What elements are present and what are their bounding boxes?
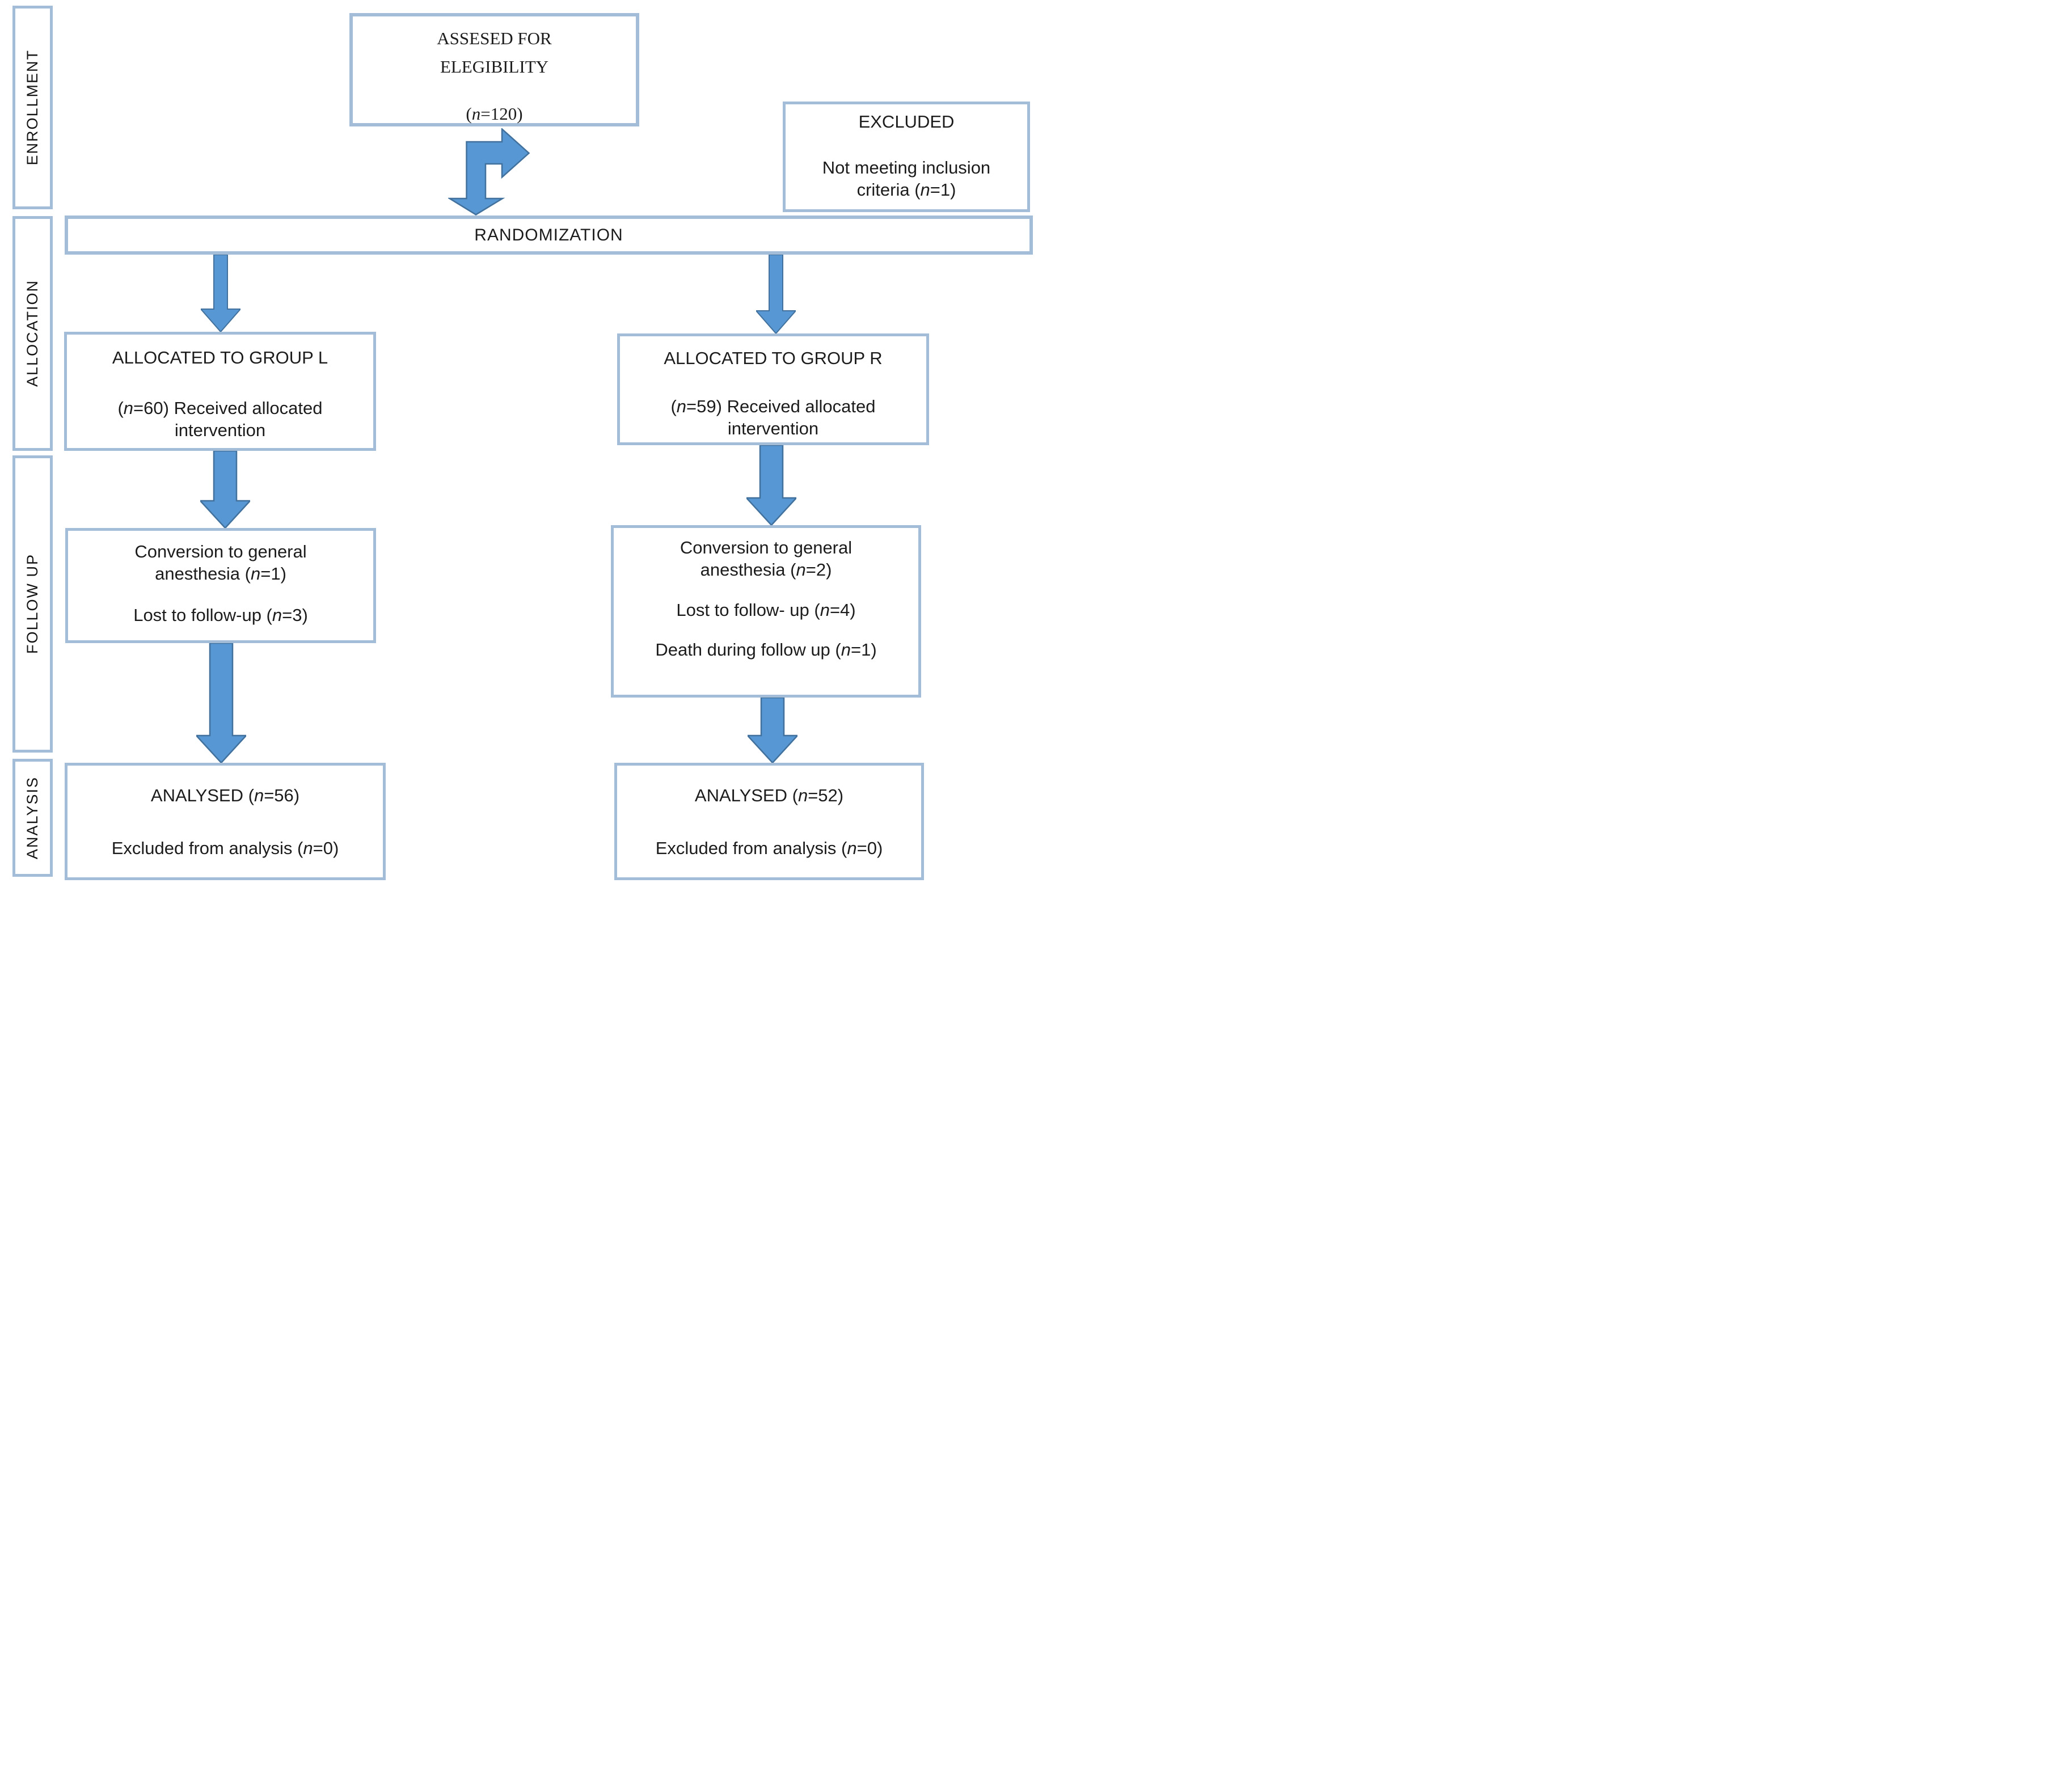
followup-r-line3: Lost to follow- up (n=4) (676, 599, 856, 620)
followup-l-line3: Lost to follow-up (n=3) (133, 605, 308, 625)
down-arrow-randomization-to-group-l-icon (201, 255, 240, 332)
eligibility-line2: ELEGIBILITY (440, 56, 549, 77)
consort-flow-diagram: ENROLLMENT ALLOCATION FOLLOW UP ANALYSIS… (0, 0, 1036, 883)
excluded-title: EXCLUDED (858, 112, 955, 132)
phase-label-followup: FOLLOW UP (24, 554, 41, 654)
bent-arrow-icon (448, 128, 530, 216)
phase-box-analysis: ANALYSIS (12, 759, 53, 877)
analysis-l-line2: Excluded from analysis (n=0) (111, 838, 339, 858)
analysis-r-line2: Excluded from analysis (n=0) (655, 838, 883, 858)
down-arrow-randomization-to-group-r-icon (756, 255, 796, 333)
analysis-r-line1: ANALYSED (n=52) (694, 785, 844, 805)
followup-l-line1: Conversion to general (134, 542, 307, 561)
followup-r-line1: Conversion to general (680, 538, 853, 557)
eligibility-line1: ASSESED FOR (437, 28, 552, 48)
analysis-l-line1: ANALYSED (n=56) (150, 785, 300, 805)
down-arrow-followup-r-to-analysis-icon (748, 698, 797, 763)
analysis-l-box: ANALYSED (n=56) Excluded from analysis (… (65, 763, 386, 880)
phase-label-allocation: ALLOCATION (24, 280, 41, 387)
eligibility-count: (n=120) (466, 104, 523, 124)
phase-box-allocation: ALLOCATION (12, 216, 53, 451)
group-r-box: ALLOCATED TO GROUP R (n=59) Received all… (617, 333, 929, 445)
analysis-r-box: ANALYSED (n=52) Excluded from analysis (… (614, 763, 924, 880)
followup-r-line2: anesthesia (n=2) (700, 559, 832, 580)
group-r-line1: (n=59) Received allocated (670, 396, 876, 416)
randomization-label: RANDOMIZATION (474, 225, 623, 244)
group-r-title: ALLOCATED TO GROUP R (664, 348, 883, 368)
followup-r-line4: Death during follow up (n=1) (655, 640, 877, 660)
phase-label-analysis: ANALYSIS (24, 776, 41, 860)
excluded-box: EXCLUDED Not meeting inclusion criteria … (783, 102, 1030, 212)
followup-r-box: Conversion to general anesthesia (n=2) L… (611, 525, 921, 698)
down-arrow-group-r-to-followup-icon (746, 445, 796, 525)
group-l-box: ALLOCATED TO GROUP L (n=60) Received all… (64, 332, 376, 451)
followup-l-box: Conversion to general anesthesia (n=1) L… (65, 528, 376, 643)
down-arrow-group-l-to-followup-icon (200, 451, 250, 528)
group-l-line2: intervention (174, 420, 266, 440)
excluded-line1: Not meeting inclusion (822, 157, 991, 178)
down-arrow-followup-l-to-analysis-icon (196, 643, 246, 763)
excluded-line2: criteria (n=1) (856, 179, 956, 200)
phase-label-enrollment: ENROLLMENT (24, 49, 41, 166)
group-l-title: ALLOCATED TO GROUP L (112, 348, 328, 367)
eligibility-box: ASSESED FOR ELEGIBILITY (n=120) (349, 13, 639, 126)
group-r-line2: intervention (727, 418, 819, 438)
randomization-bar: RANDOMIZATION (65, 216, 1033, 255)
phase-box-enrollment: ENROLLMENT (12, 6, 53, 209)
group-l-line1: (n=60) Received allocated (117, 398, 323, 418)
followup-l-line2: anesthesia (n=1) (155, 563, 286, 584)
phase-box-followup: FOLLOW UP (12, 455, 53, 753)
